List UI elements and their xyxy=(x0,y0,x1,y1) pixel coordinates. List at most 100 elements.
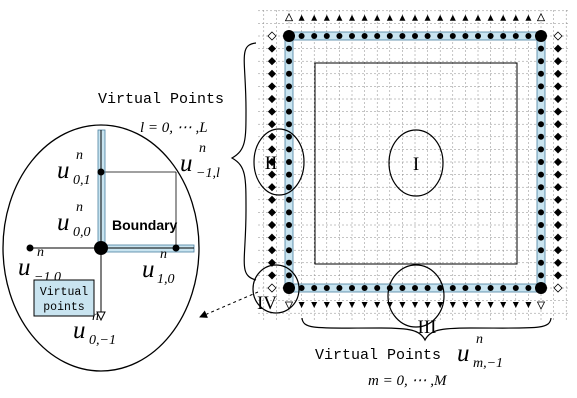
boundary-node-icon xyxy=(538,83,544,90)
virtual-node-diamond-icon xyxy=(267,57,277,66)
virtual-node-down-triangle-icon xyxy=(323,302,330,309)
boundary-node-icon xyxy=(286,45,292,52)
boundary-node-icon xyxy=(500,33,507,39)
virtual-node-up-triangle-icon xyxy=(462,14,469,21)
virtual-node-diamond-icon xyxy=(267,44,277,53)
svg-text:0,1: 0,1 xyxy=(73,173,91,188)
virtual-node-down-triangle-icon xyxy=(361,302,368,309)
virtual-node-diamond-icon xyxy=(553,271,563,280)
zoom-ellipse xyxy=(2,124,200,372)
virtual-node-down-triangle-icon xyxy=(298,302,305,309)
virtual-node-diamond-icon xyxy=(267,94,277,104)
svg-text:n: n xyxy=(199,141,206,156)
left-brace xyxy=(230,42,257,281)
boundary-node-icon xyxy=(336,33,343,39)
boundary-node-icon xyxy=(286,222,292,228)
boundary-node-icon xyxy=(374,33,381,39)
virtual-node-up-triangle-icon xyxy=(323,14,330,21)
boundary-node-icon xyxy=(286,96,292,102)
virtual-node-up-triangle-icon xyxy=(512,14,519,21)
virtual-node-diamond-icon xyxy=(553,170,563,179)
boundary-node-icon xyxy=(311,33,318,39)
virtual-node-diamond-icon xyxy=(267,233,277,242)
boundary-node-icon xyxy=(412,33,418,39)
virtual-node-diamond-icon xyxy=(553,69,563,78)
svg-text:1,0: 1,0 xyxy=(157,272,175,287)
virtual-node-down-triangle-icon xyxy=(462,302,469,309)
boundary-node-icon xyxy=(475,285,481,291)
boundary-node-icon xyxy=(286,196,292,203)
virtual-node-up-triangle-icon xyxy=(475,14,481,21)
virtual-node-diamond-icon xyxy=(553,132,563,141)
virtual-node-diamond-icon xyxy=(267,170,277,179)
virtual-node-diamond-icon xyxy=(267,145,277,154)
virtual-node-diamond-icon xyxy=(267,120,277,129)
boundary-node-icon xyxy=(525,33,532,39)
virtual-points-box-line2: points xyxy=(43,301,84,314)
u10-label: u n 1,0 xyxy=(142,247,175,287)
virtual-node-up-triangle-icon xyxy=(449,14,456,21)
virtual-node-diamond-icon xyxy=(267,69,277,78)
svg-text:u: u xyxy=(180,150,193,177)
corner-node-hollow-diamond-icon xyxy=(267,283,277,293)
virtual-node-diamond-icon xyxy=(553,208,563,217)
boundary-node-icon xyxy=(462,285,469,291)
boundary-node-icon xyxy=(311,285,318,291)
node-markers xyxy=(267,12,563,310)
virtual-node-diamond-icon xyxy=(553,258,563,267)
boundary-node-icon xyxy=(512,285,519,291)
virtual-node-diamond-icon xyxy=(553,233,563,242)
boundary-node-icon xyxy=(298,285,305,291)
corner-node-up-triangle-icon xyxy=(536,12,546,22)
boundary-node-icon xyxy=(283,30,295,42)
boundary-node-icon xyxy=(538,272,544,279)
virtual-points-left-label: Virtual Points xyxy=(98,91,224,108)
boundary-node-icon xyxy=(535,282,547,294)
boundary-node-icon xyxy=(538,209,544,216)
virtual-node-down-triangle-icon xyxy=(399,302,406,309)
boundary-node-icon xyxy=(286,171,292,178)
virtual-node-diamond-icon xyxy=(267,107,277,116)
corner-node-hollow-diamond-icon xyxy=(553,283,563,293)
boundary-node-icon xyxy=(286,146,292,153)
boundary-node-icon xyxy=(424,33,431,39)
virtual-node-diamond-icon xyxy=(553,57,563,66)
boundary-node-icon xyxy=(361,33,368,39)
virtual-points-box-line1: Virtual xyxy=(40,286,88,299)
virtual-node-down-triangle-icon xyxy=(525,302,532,309)
svg-text:u: u xyxy=(142,256,155,283)
boundary-node-icon xyxy=(412,285,418,291)
boundary-node-icon xyxy=(538,171,544,178)
virtual-node-diamond-icon xyxy=(553,44,563,53)
inset-node-um10 xyxy=(26,244,34,252)
region-III-ellipse xyxy=(387,264,445,328)
virtual-node-diamond-icon xyxy=(267,82,277,91)
boundary-node-icon xyxy=(437,33,444,39)
svg-text:m,−1: m,−1 xyxy=(473,356,503,371)
boundary-node-icon xyxy=(512,33,519,39)
inset-node-u00 xyxy=(94,241,108,255)
virtual-node-diamond-icon xyxy=(553,120,563,129)
region-I-ellipse xyxy=(388,129,444,197)
boundary-node-icon xyxy=(349,285,355,291)
boundary-label: Boundary xyxy=(112,217,178,233)
virtual-node-up-triangle-icon xyxy=(399,14,406,21)
boundary-node-icon xyxy=(538,45,544,52)
virtual-node-diamond-icon xyxy=(553,94,563,104)
virtual-node-down-triangle-icon xyxy=(412,302,418,309)
boundary-node-icon xyxy=(538,234,544,241)
virtual-node-diamond-icon xyxy=(553,82,563,91)
boundary-node-icon xyxy=(424,285,431,291)
virtual-node-down-triangle-icon xyxy=(475,302,481,309)
boundary-node-icon xyxy=(286,83,292,90)
boundary-node-icon xyxy=(538,222,544,228)
virtual-node-up-triangle-icon xyxy=(386,14,393,21)
inset-down-triangle-icon xyxy=(96,311,106,322)
virtual-node-down-triangle-icon xyxy=(487,302,494,309)
svg-text:n: n xyxy=(476,332,483,347)
boundary-node-icon xyxy=(538,133,544,140)
virtual-node-diamond-icon xyxy=(553,107,563,116)
svg-text:u: u xyxy=(57,157,70,184)
region-II-ellipse xyxy=(253,128,305,196)
